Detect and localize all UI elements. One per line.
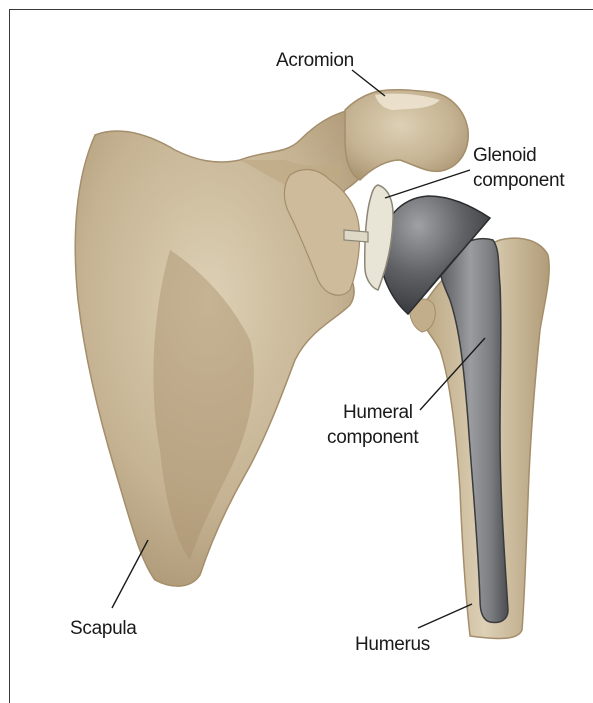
- label-humeral-line1: Humeral: [343, 402, 413, 423]
- scapula-leader: [112, 540, 148, 608]
- glenoid-leader: [385, 170, 470, 198]
- label-glenoid-line2: component: [473, 170, 565, 191]
- label-humerus: Humerus: [355, 634, 430, 655]
- label-humeral-line2: component: [327, 427, 419, 448]
- label-glenoid-line1: Glenoid: [473, 145, 536, 166]
- label-scapula: Scapula: [70, 618, 137, 639]
- label-acromion: Acromion: [276, 50, 354, 71]
- acromion-leader: [352, 70, 385, 96]
- humerus-leader: [418, 604, 472, 628]
- glenoid-peg: [344, 230, 368, 242]
